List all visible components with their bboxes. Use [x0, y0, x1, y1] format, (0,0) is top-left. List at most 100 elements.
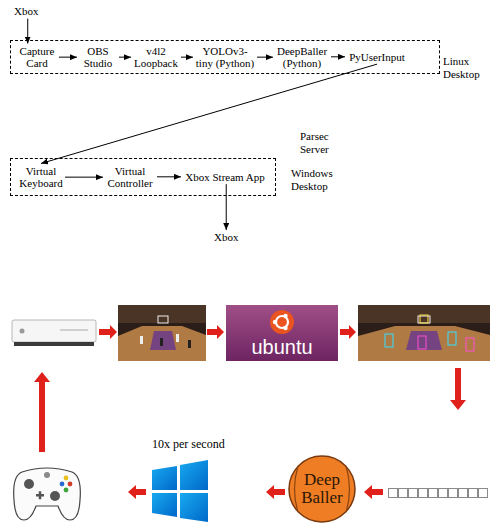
- shape-rect: [39, 491, 42, 499]
- shape-rect: [188, 340, 191, 348]
- edge-label: Parsec Server: [300, 130, 346, 155]
- process-step: Virtual Keyboard: [17, 164, 65, 191]
- shape-rect: [459, 489, 468, 498]
- shape-path: [14, 468, 81, 520]
- os-logo-box: ubuntu: [226, 305, 338, 361]
- linux-desktop-group: Linux DesktopCapture CardOBS Studiov4l2 …: [10, 40, 440, 74]
- shape-rect: [140, 336, 143, 344]
- process-step: OBS Studio: [77, 44, 119, 71]
- process-step: YOLOv3-tiny (Python): [193, 44, 257, 71]
- shape-polygon: [150, 331, 176, 350]
- shape-rect: [409, 489, 418, 498]
- shape-circle: [270, 310, 294, 334]
- shape-rect: [358, 305, 490, 361]
- node-text: Virtual Keyboard: [18, 165, 64, 190]
- flow-arrow: [65, 177, 103, 178]
- rate-note: 10x per second: [152, 438, 225, 452]
- xbox-console: [12, 320, 96, 346]
- ball-seam: [295, 466, 299, 512]
- shape-rect: [469, 489, 478, 498]
- flow-arrow: [41, 64, 377, 163]
- shape-rect: [419, 489, 428, 498]
- shape-circle: [64, 488, 69, 493]
- shape-rect: [160, 338, 163, 346]
- shape-polygon: [118, 326, 206, 361]
- shape-rect: [479, 489, 488, 498]
- shape-polygon: [364, 485, 383, 499]
- shape-circle: [283, 326, 287, 330]
- shape-polygon: [99, 325, 117, 339]
- shape-circle: [64, 476, 69, 481]
- shape-rect: [60, 329, 88, 331]
- shape-rect: [448, 332, 456, 345]
- shape-rect: [439, 489, 448, 498]
- flow-arrow: [226, 184, 227, 230]
- shape-rect: [449, 489, 458, 498]
- shape-polygon: [152, 493, 177, 517]
- node-text: Xbox Stream App: [182, 171, 268, 184]
- device-label: Xbox: [212, 230, 240, 245]
- shape-circle: [44, 472, 50, 478]
- node-text: Xbox: [14, 5, 38, 18]
- shape-polygon: [207, 325, 224, 339]
- shape-rect: [418, 316, 430, 323]
- shape-rect: [118, 305, 206, 361]
- shape-circle: [60, 482, 65, 487]
- xbox-controller: [14, 468, 81, 520]
- process-step: Virtual Controller: [103, 164, 157, 191]
- node-text: ubuntu: [251, 336, 312, 358]
- detected-screenshot: [358, 305, 490, 361]
- node-text: DeepBaller (Python): [274, 45, 330, 70]
- flow-arrow: [257, 57, 273, 58]
- shape-polygon: [180, 460, 208, 490]
- game-screenshot: [118, 305, 206, 361]
- shape-rect: [226, 305, 338, 361]
- node-text: OBS Studio: [78, 45, 118, 70]
- windows-logo: [152, 460, 208, 522]
- windows-desktop-group: Windows DesktopVirtual KeyboardVirtual C…: [10, 158, 276, 196]
- shape-circle: [50, 491, 60, 501]
- shape-rect: [466, 338, 474, 351]
- shape-polygon: [34, 372, 50, 452]
- node-text: Deep Baller: [295, 471, 349, 507]
- shape-rect: [14, 342, 94, 346]
- device-label: Xbox: [12, 4, 40, 19]
- node-text: Xbox: [214, 231, 238, 244]
- group-heading: Linux Desktop: [443, 55, 495, 80]
- shape-rect: [385, 334, 393, 347]
- shape-rect: [12, 320, 96, 342]
- flow-arrow: [331, 56, 345, 57]
- shape-polygon: [450, 368, 466, 410]
- flow-arrow: [59, 57, 77, 58]
- shape-rect: [389, 489, 398, 498]
- shape-circle: [20, 329, 25, 334]
- node-text: PyUserInput: [346, 51, 408, 64]
- ubuntu-panel: [226, 305, 338, 361]
- node-text: YOLOv3-tiny (Python): [194, 45, 256, 70]
- shape-rect: [176, 334, 179, 342]
- deepballer-ball: Deep Baller: [288, 455, 356, 523]
- state-vector: [389, 489, 488, 498]
- process-step: Capture Card: [15, 44, 59, 71]
- shape-circle: [68, 482, 73, 487]
- group-heading: Windows Desktop: [291, 167, 343, 192]
- flow-arrow: [181, 57, 193, 58]
- shape-circle: [273, 320, 277, 324]
- shape-rect: [358, 305, 490, 323]
- shape-polygon: [180, 493, 208, 522]
- process-step: DeepBaller (Python): [273, 44, 331, 71]
- node-text: Virtual Controller: [104, 165, 156, 190]
- process-step: PyUserInput: [345, 50, 409, 65]
- ball-seam: [346, 466, 350, 512]
- flow-arrow: [157, 176, 181, 177]
- shape-polygon: [128, 485, 146, 499]
- ball-circle: [289, 456, 355, 522]
- shape-rect: [420, 315, 428, 323]
- shape-polygon: [340, 325, 356, 339]
- shape-rect: [118, 305, 206, 323]
- shape-polygon: [266, 485, 285, 499]
